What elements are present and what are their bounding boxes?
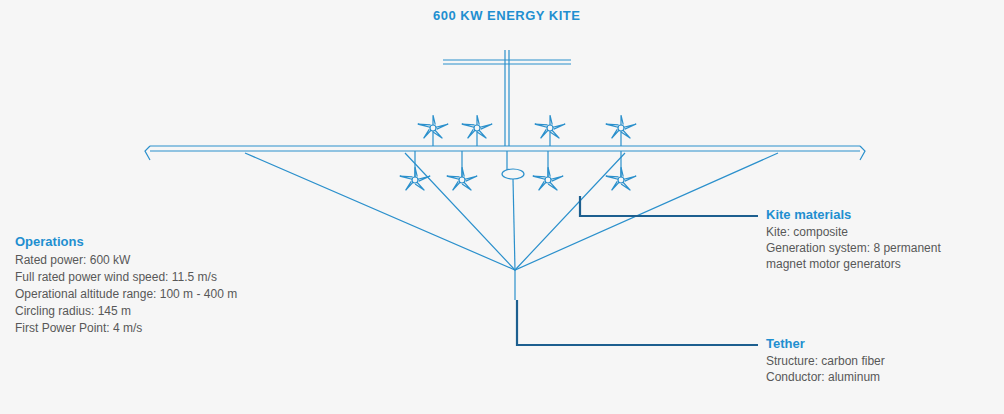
label-slot: Circling radius: 145 m [15,303,131,319]
spec-line: Full rated power wind speed: 11.5 m/s [15,269,217,285]
section-heading: Kite materials [766,207,851,223]
spec-line: Circling radius: 145 m [15,303,131,319]
rotor-hub [412,177,418,183]
spec-line: Rated power: 600 kW [15,252,130,268]
label-slot: Tether [766,336,805,352]
rotor [535,115,565,146]
label-slot: Operational altitude range: 100 m - 400 … [15,286,237,302]
label-slot: Kite materials [766,207,851,223]
rotor-hub [618,177,624,183]
label-slot: Kite: composite [766,224,848,240]
tether [514,270,515,300]
label-slot: Rated power: 600 kW [15,252,130,268]
title-slot: 600 KW ENERGY KITE [433,8,580,24]
kite-drawing [145,50,865,300]
spec-line: First Power Point: 4 m/s [15,320,142,336]
bridle-line [513,179,515,270]
spec-line: Generation system: 8 permanent magnet mo… [766,240,966,272]
horizontal-stabilizer [443,60,571,64]
rotor [533,151,563,190]
rotor [447,151,477,190]
winglet [860,146,865,160]
spec-line: Conductor: aluminum [766,369,880,385]
rotor [462,115,492,146]
rotor [418,115,448,146]
rotor-hub [547,125,553,131]
rotor [400,151,430,190]
label-slot: Full rated power wind speed: 11.5 m/s [15,269,217,285]
leader-line [580,196,758,216]
rotor-group [400,115,636,190]
rotor-hub [545,177,551,183]
fuselage [506,151,507,170]
rotor-hub [459,177,465,183]
spec-line: Kite: composite [766,224,848,240]
leader-line [517,300,758,345]
rotor [606,115,636,146]
bridle-line [405,153,625,270]
rotor-hub [618,125,624,131]
leader-lines [517,196,758,345]
bridle-line [245,153,778,270]
rotor-hub [430,125,436,131]
label-slot: Generation system: 8 permanent magnet mo… [766,240,966,272]
rotor [606,151,636,190]
label-slot: First Power Point: 4 m/s [15,320,142,336]
section-heading: Tether [766,336,805,352]
spec-line: Operational altitude range: 100 m - 400 … [15,286,237,302]
rotor-hub [474,125,480,131]
wing [150,150,860,151]
label-slot: Conductor: aluminum [766,369,880,385]
winglet [145,146,150,160]
spec-line: Structure: carbon fiber [766,353,885,369]
label-slot: Operations [15,234,84,250]
section-heading: Operations [15,234,84,250]
diagram-title: 600 KW ENERGY KITE [433,8,580,24]
fuselage-pod [502,169,524,179]
label-slot: Structure: carbon fiber [766,353,885,369]
